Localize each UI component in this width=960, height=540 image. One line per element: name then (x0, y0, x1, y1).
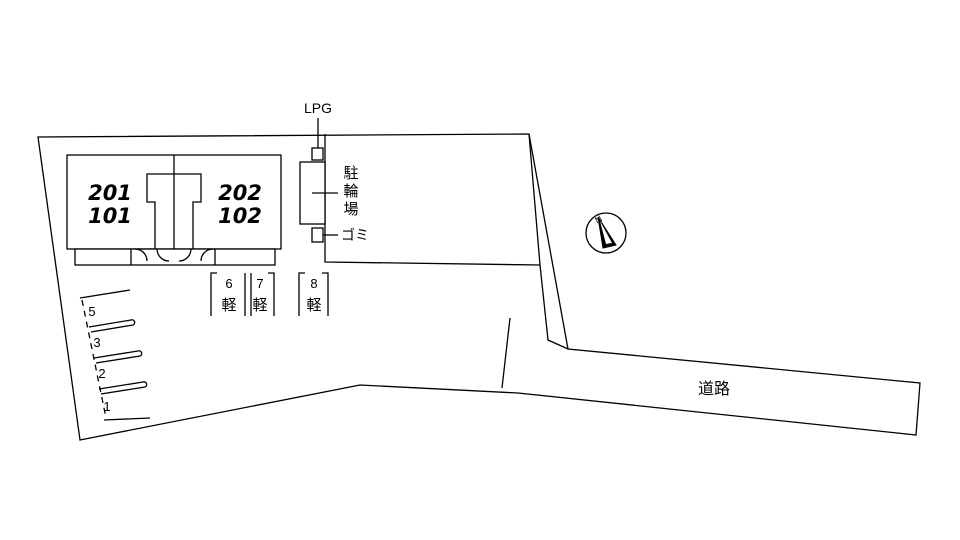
parking-space-5-number: 5 (88, 304, 95, 319)
parking-space-7-kind: 軽 (252, 296, 267, 314)
site-boundary (37, 133, 921, 441)
parking-left-dashed-guide (81, 299, 107, 419)
driveway-edge (528, 133, 569, 350)
parking-left-line-5 (88, 319, 136, 333)
unit-202-label: 202 (218, 181, 262, 205)
bicycle-parking-label-3: 場 (343, 200, 358, 218)
door-swing-1 (134, 248, 148, 262)
door-swing-4 (200, 248, 214, 262)
door-swing-3 (178, 248, 192, 262)
parking-left-line-3 (93, 350, 143, 364)
parking-space-7-end (268, 272, 275, 316)
bicycle-parking-label-2: 輪 (343, 182, 358, 200)
parking-left-line-2 (98, 381, 148, 395)
bicycle-parking-label-1: 駐 (343, 164, 358, 182)
parking-space-6-bracket (210, 272, 217, 316)
lpg-box (311, 147, 324, 161)
driveway-divider (501, 317, 511, 389)
unit-101-label: 101 (88, 204, 132, 228)
road-label: 道路 (698, 379, 730, 398)
parking-space-6-number: 6 (225, 276, 232, 291)
entrance-strip (74, 248, 276, 266)
parking-space-8-number: 8 (310, 276, 317, 291)
garbage-box (311, 227, 324, 243)
parking-space-8-left (298, 272, 305, 316)
parking-left-top-line (79, 289, 131, 299)
parking-space-6-kind: 軽 (221, 296, 236, 314)
north-arrow-icon: N (585, 212, 627, 254)
unit-102-label: 102 (218, 204, 262, 228)
unit-201-label: 201 (88, 181, 132, 205)
parking-space-8-right (322, 272, 329, 316)
parking-left-bottom-line (103, 417, 151, 421)
parking-space-1-number: 1 (103, 399, 110, 414)
parking-space-7-number: 7 (256, 276, 263, 291)
parking-space-2-number: 2 (98, 366, 105, 381)
door-swing-2 (156, 248, 170, 262)
lpg-label: LPG (304, 100, 332, 116)
parking-space-8-kind: 軽 (306, 296, 321, 314)
north-letter: N (593, 213, 604, 225)
parking-space-3-number: 3 (93, 335, 100, 350)
garbage-label: ゴミ (341, 227, 369, 244)
